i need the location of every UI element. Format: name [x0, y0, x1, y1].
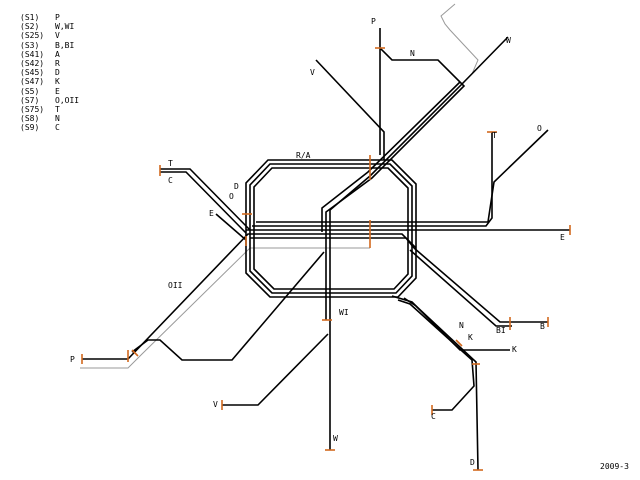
legend-row: (S45) D: [20, 68, 79, 77]
label-c-west: C: [168, 176, 173, 185]
legend-line-code: (S8): [20, 114, 40, 124]
legend-destination: R: [55, 59, 60, 69]
west-branches: [82, 168, 417, 361]
legend-line-code: (S47): [20, 77, 45, 87]
label-o-west: O: [229, 192, 234, 201]
track-to-v-north: [315, 59, 385, 160]
track-to-w-north: [329, 36, 509, 450]
terminus-marker: [455, 339, 463, 347]
track-to-bi: [413, 247, 548, 323]
label-wi: WI: [339, 308, 349, 317]
legend-row: (S47) K: [20, 77, 79, 86]
label-e-west: E: [209, 209, 214, 218]
legend-row: (S5) E: [20, 87, 79, 96]
label-v-south: V: [213, 400, 218, 409]
track-to-e-west: [215, 213, 247, 241]
legend-row: (S7) O,OII: [20, 96, 79, 105]
legend-row: (S41) A: [20, 50, 79, 59]
disused-tracks: [80, 3, 479, 369]
legend-destination: N: [55, 114, 60, 124]
label-ring: R/A: [296, 151, 311, 160]
label-t-east: T: [492, 131, 497, 140]
disused-track-north: [440, 3, 479, 85]
map-labels: R/A P N W V T O T C D O E E OII P WI N K…: [70, 17, 565, 467]
legend-destination: E: [55, 86, 60, 96]
track-to-wi: [321, 81, 461, 232]
label-d-west: D: [234, 182, 239, 191]
track-to-k-east: [391, 295, 510, 351]
track-inner-link: [250, 237, 415, 249]
label-p-west: P: [70, 355, 75, 364]
label-v-north: V: [310, 68, 315, 77]
legend-row: (S1) P: [20, 13, 79, 22]
label-bi: BI: [496, 326, 506, 335]
label-o-east: O: [537, 124, 542, 133]
ring-tracks: [245, 159, 417, 298]
terminus-markers: [81, 47, 571, 471]
legend-line-code: (S5): [20, 86, 40, 96]
legend-line-code: (S7): [20, 95, 40, 105]
south-branches: [222, 247, 548, 471]
terminus-marker: [131, 349, 139, 357]
label-n-north: N: [410, 49, 415, 58]
legend-line-code: (S2): [20, 22, 40, 32]
legend-destination: C: [55, 123, 60, 133]
ring-track-3: [253, 167, 409, 290]
edition-date: 2009-3: [600, 462, 629, 471]
ring-track-2: [249, 163, 413, 294]
legend-row: (S2) W,WI: [20, 22, 79, 31]
legend-destination: A: [55, 49, 60, 59]
label-w-north: W: [506, 36, 511, 45]
track-to-t-east: [252, 132, 493, 227]
legend-line-code: (S41): [20, 49, 45, 59]
track-to-o-east: [256, 129, 549, 223]
label-k-east: K: [512, 345, 517, 354]
legend-line-code: (S42): [20, 59, 45, 69]
legend-destination: V: [55, 31, 60, 41]
track-to-t-west: [160, 168, 251, 231]
legend-destination: W,WI: [55, 22, 75, 32]
track-to-n-north: [325, 47, 466, 320]
track-to-c-west: [160, 171, 247, 234]
legend-destination: K: [55, 77, 60, 87]
label-e-east: E: [560, 233, 565, 242]
legend-destination: D: [55, 68, 60, 78]
ring-track-1: [245, 159, 417, 298]
track-to-v-south: [222, 333, 329, 406]
track-to-d-south: [403, 297, 479, 471]
legend-destination: T: [55, 105, 60, 115]
legend-line-code: (S25): [20, 31, 45, 41]
legend-line-code: (S3): [20, 40, 40, 50]
legend-row: (S42) R: [20, 59, 79, 68]
label-p-north: P: [371, 17, 376, 26]
label-d-south: D: [470, 458, 475, 467]
legend-line-code: (S9): [20, 123, 40, 133]
legend-destination: B,BI: [55, 40, 75, 50]
label-t-west: T: [168, 159, 173, 168]
label-n-south: N: [459, 321, 464, 330]
legend-row: (S75) T: [20, 105, 79, 114]
label-c-south: C: [431, 412, 436, 421]
track-to-oii: [131, 251, 325, 361]
label-w-south: W: [333, 434, 338, 443]
label-oii: OII: [168, 281, 183, 290]
legend-row: (S25) V: [20, 31, 79, 40]
legend-row: (S9) C: [20, 123, 79, 132]
legend-line-code: (S75): [20, 105, 45, 115]
track-to-b: [409, 249, 512, 327]
legend-line-code: (S1): [20, 13, 40, 22]
label-b: B: [540, 322, 545, 331]
line-legend: (S1) P (S2) W,WI (S25) V (S3) B,BI (S41) A (S…: [20, 13, 79, 133]
legend-line-code: (S45): [20, 68, 45, 78]
disused-track-west: [80, 247, 251, 369]
legend-row: (S3) B,BI: [20, 41, 79, 50]
label-k-mid: K: [468, 333, 473, 342]
track-to-c-south: [397, 299, 475, 411]
legend-destination: P: [55, 13, 60, 22]
legend-destination: O,OII: [55, 95, 80, 105]
east-branches: [246, 129, 570, 231]
legend-row: (S8) N: [20, 114, 79, 123]
